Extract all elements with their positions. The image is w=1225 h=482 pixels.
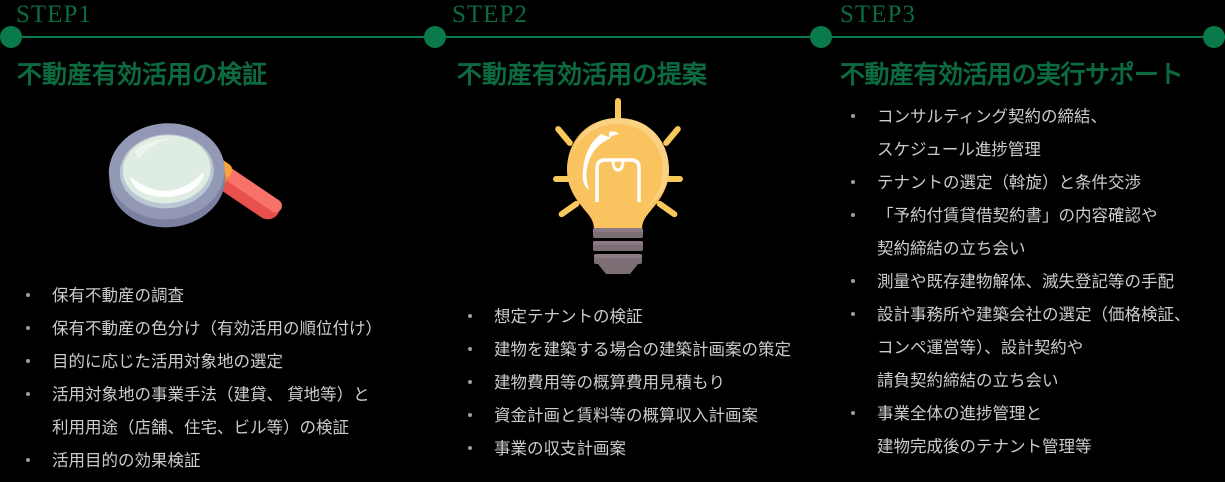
timeline: STEP1 STEP2 STEP3	[0, 0, 1225, 48]
list-item: 事業全体の進捗管理と 建物完成後のテナント管理等	[842, 397, 1225, 463]
step-label-3: STEP3	[840, 1, 916, 28]
step-column-2: 不動産有効活用の提案	[430, 46, 830, 482]
list-item-line: 事業の収支計画案	[494, 439, 626, 458]
step-column-1: 不動産有効活用の検証	[0, 46, 430, 482]
list-item: 資金計画と賃料等の概算収入計画案	[459, 399, 839, 432]
list-item-line: 想定テナントの検証	[494, 307, 643, 326]
list-item-line: 建物費用等の概算費用見積もり	[494, 373, 725, 392]
list-item: 活用目的の効果検証	[17, 444, 427, 477]
list-item: テナントの選定（斡旋）と条件交渉	[842, 166, 1225, 199]
list-item: 測量や既存建物解体、滅失登記等の手配	[842, 265, 1225, 298]
step-2-bullet-list: 想定テナントの検証 建物を建築する場合の建築計画案の策定 建物費用等の概算費用見…	[459, 300, 839, 465]
step-label-1: STEP1	[16, 1, 92, 28]
timeline-line	[0, 36, 1225, 38]
list-item: 事業の収支計画案	[459, 432, 839, 465]
list-item-line: 活用対象地の事業手法（建貸、 貸地等）と	[52, 385, 370, 404]
timeline-dot-4	[1203, 26, 1225, 48]
list-item: 活用対象地の事業手法（建貸、 貸地等）と 利用用途（店舗、住宅、ビル等）の検証	[17, 378, 427, 444]
list-item: 建物を建築する場合の建築計画案の策定	[459, 333, 839, 366]
list-item: 目的に応じた活用対象地の選定	[17, 345, 427, 378]
list-item: 保有不動産の調査	[17, 279, 427, 312]
list-item-line: 資金計画と賃料等の概算収入計画案	[494, 406, 758, 425]
timeline-dot-3	[810, 26, 832, 48]
list-item-line: 建物を建築する場合の建築計画案の策定	[494, 340, 791, 359]
list-item: 保有不動産の色分け（有効活用の順位付け）	[17, 312, 427, 345]
list-item-line: スケジュール進捗管理	[877, 140, 1041, 159]
list-item: 建物費用等の概算費用見積もり	[459, 366, 839, 399]
list-item-line: 測量や既存建物解体、滅失登記等の手配	[877, 272, 1174, 291]
magnifying-glass-icon	[0, 108, 430, 238]
list-item: コンサルティング契約の締結、 スケジュール進捗管理	[842, 100, 1225, 166]
list-item-line: 契約締結の立ち会い	[877, 239, 1026, 258]
step-title-3: 不動産有効活用の実行サポート	[840, 61, 1184, 89]
list-item: 想定テナントの検証	[459, 300, 839, 333]
timeline-dot-1	[0, 26, 22, 48]
timeline-dot-2	[424, 26, 446, 48]
list-item-line: コンサルティング契約の締結、	[877, 107, 1108, 126]
list-item-line: 設計事務所や建築会社の選定（価格検証、	[877, 305, 1191, 324]
list-item-line: 請負契約締結の立ち会い	[877, 371, 1059, 390]
list-item-line: 保有不動産の色分け（有効活用の順位付け）	[52, 319, 382, 338]
lightbulb-icon	[430, 94, 830, 274]
list-item-line: 建物完成後のテナント管理等	[877, 437, 1092, 456]
list-item: 「予約付賃貸借契約書」の内容確認や 契約締結の立ち会い	[842, 199, 1225, 265]
list-item-line: 保有不動産の調査	[52, 286, 184, 305]
step-1-bullet-list: 保有不動産の調査 保有不動産の色分け（有効活用の順位付け） 目的に応じた活用対象…	[17, 279, 427, 477]
list-item-line: テナントの選定（斡旋）と条件交渉	[877, 173, 1141, 192]
step-column-3: 不動産有効活用の実行サポート コンサルティング契約の締結、 スケジュール進捗管理…	[830, 46, 1225, 482]
step-label-2: STEP2	[452, 1, 528, 28]
step-title-2: 不動産有効活用の提案	[457, 61, 708, 89]
list-item-line: 「予約付賃貸借契約書」の内容確認や	[877, 206, 1158, 225]
step-title-1: 不動産有効活用の検証	[17, 61, 268, 89]
list-item-line: 目的に応じた活用対象地の選定	[52, 352, 283, 371]
step-3-bullet-list: コンサルティング契約の締結、 スケジュール進捗管理 テナントの選定（斡旋）と条件…	[842, 100, 1225, 463]
list-item-line: 事業全体の進捗管理と	[877, 404, 1042, 423]
list-item-line: コンペ運営等）、設計契約や	[877, 338, 1084, 357]
list-item-line: 活用目的の効果検証	[52, 451, 201, 470]
list-item-line: 利用用途（店舗、住宅、ビル等）の検証	[52, 418, 349, 437]
list-item: 設計事務所や建築会社の選定（価格検証、 コンペ運営等）、設計契約や 請負契約締結…	[842, 298, 1225, 397]
